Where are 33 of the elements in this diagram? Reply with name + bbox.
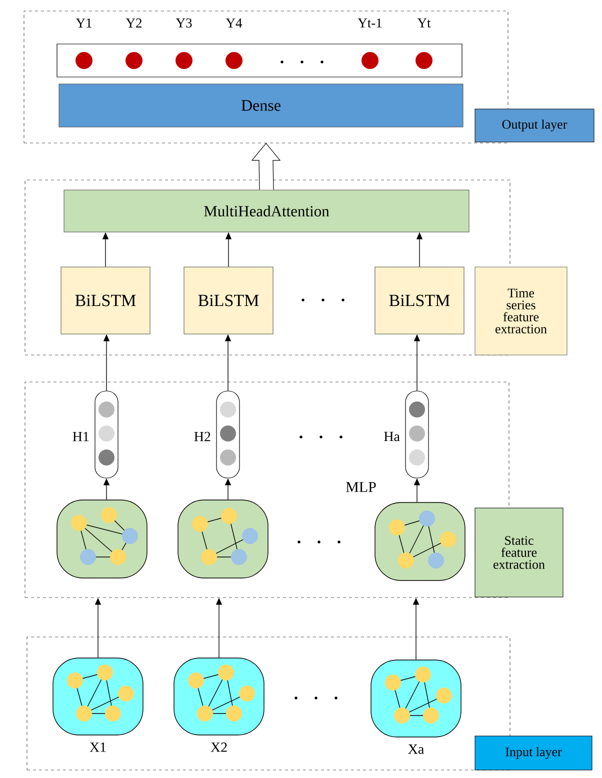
graph-drawing	[52, 658, 144, 736]
node-caption: H2	[194, 432, 210, 442]
layer-tag: Output layer	[474, 108, 594, 142]
layer-tag: Time series feature extraction	[474, 266, 568, 356]
node-caption: X1	[90, 742, 106, 752]
layer-tag: Input layer	[474, 736, 592, 770]
graph-drawing	[174, 658, 264, 736]
node-caption: H1	[72, 432, 89, 442]
text-label: Yt-1	[358, 18, 382, 28]
vector-drawing	[94, 390, 118, 478]
output-sequence-drawing	[56, 44, 462, 78]
text-label: MLP	[346, 482, 376, 492]
text-label: Y4	[226, 18, 242, 28]
text-label: Y2	[126, 18, 142, 28]
bilstm-box: BiLSTM	[184, 266, 274, 334]
text-label: Y1	[76, 18, 92, 28]
text-label: Y3	[176, 18, 192, 28]
attention-box: MultiHeadAttention	[64, 190, 470, 232]
node-caption: Xa	[408, 744, 424, 754]
graph-drawing	[370, 660, 462, 738]
node-caption: X2	[210, 742, 227, 752]
graph-drawing	[374, 502, 466, 581]
bilstm-box: BiLSTM	[374, 266, 464, 334]
dense-layer-box: Dense	[58, 84, 464, 128]
node-caption: Ha	[384, 432, 400, 442]
text-label: Yt	[417, 18, 431, 28]
graph-drawing	[56, 500, 148, 578]
bilstm-box: BiLSTM	[60, 266, 150, 334]
graph-drawing	[178, 500, 268, 578]
vector-drawing	[216, 390, 240, 478]
block-arrow	[251, 142, 281, 190]
vector-drawing	[405, 390, 429, 478]
layer-tag: Static feature extraction	[474, 508, 564, 598]
